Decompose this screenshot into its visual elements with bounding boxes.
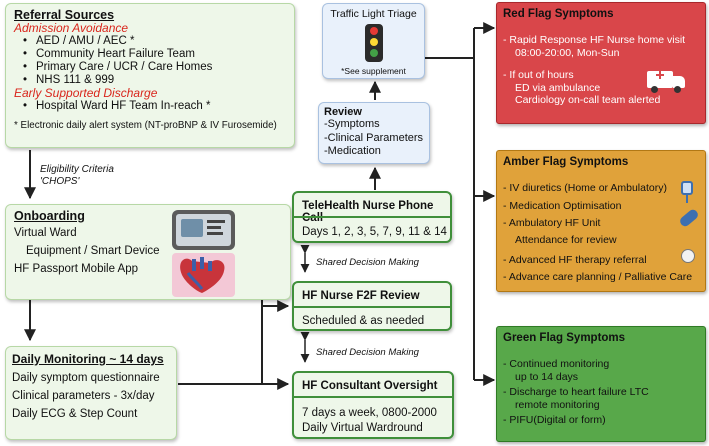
heart-image-icon: [172, 253, 235, 297]
flag-line: - Ambulatory HF Unit: [503, 217, 601, 229]
admission-list: AED / AMU / AEC * Community Heart Failur…: [14, 35, 286, 87]
red-flag-box: Red Flag Symptoms - Rapid Response HF Nu…: [496, 2, 706, 124]
referral-title: Referral Sources: [14, 8, 115, 22]
review-item: -Clinical Parameters: [324, 131, 424, 144]
f2f-title: HF Nurse F2F Review: [302, 290, 420, 302]
review-title: Review: [324, 106, 362, 118]
flag-line: - Continued monitoring: [503, 358, 610, 370]
discharge-heading: Early Supported Discharge: [14, 86, 158, 100]
flag-line: - Advance care planning / Palliative Car…: [503, 270, 693, 283]
daily-line: Daily symptom questionnaire: [12, 372, 160, 384]
list-item: Community Heart Failure Team: [14, 48, 286, 61]
iv-drip-icon: [681, 181, 695, 203]
flag-line: ED via ambulance: [515, 81, 601, 94]
divider: [294, 306, 450, 308]
divider: [294, 396, 452, 398]
ambulance-icon: [647, 69, 687, 93]
telehealth-detail: Days 1, 2, 3, 5, 7, 9, 11 & 14: [302, 226, 447, 238]
consultant-title: HF Consultant Oversight: [302, 380, 438, 392]
telehealth-title: TeleHealth Nurse Phone Call: [302, 200, 434, 224]
divider: [294, 216, 450, 218]
consultant-oversight-box: HF Consultant Oversight 7 days a week, 0…: [292, 371, 454, 439]
triage-note: *See supplement: [341, 66, 406, 76]
pump-icon: [681, 249, 695, 263]
referral-footnote: * Electronic daily alert system (NT-proB…: [14, 120, 277, 131]
flag-line: up to 14 days: [515, 370, 579, 383]
onboarding-line: Virtual Ward: [14, 227, 77, 239]
onboarding-box: Onboarding Virtual Ward Equipment / Smar…: [5, 204, 291, 300]
flag-line: - If out of hours: [503, 69, 574, 81]
onboarding-line: Equipment / Smart Device: [26, 245, 160, 257]
flag-line: Attendance for review: [515, 233, 617, 246]
f2f-review-box: HF Nurse F2F Review Scheduled & as neede…: [292, 281, 452, 331]
flag-line: - Medication Optimisation: [503, 199, 622, 212]
consultant-detail: 7 days a week, 0800-2000: [302, 407, 437, 419]
onboarding-title: Onboarding: [14, 209, 85, 223]
flag-line: - Discharge to heart failure LTC: [503, 386, 649, 398]
eligibility-label: Eligibility Criteria 'CHOPS': [40, 164, 114, 188]
red-flag-title: Red Flag Symptoms: [503, 8, 614, 20]
traffic-light-triage-box: Traffic Light Triage *See supplement: [322, 3, 425, 79]
amber-flag-box: Amber Flag Symptoms - IV diuretics (Home…: [496, 150, 706, 292]
referral-sources-box: Referral Sources Admission Avoidance AED…: [5, 3, 295, 148]
review-item: -Symptoms: [324, 118, 380, 130]
consultant-detail: Daily Virtual Wardround: [302, 422, 423, 434]
flag-line: Cardiology on-call team alerted: [515, 94, 661, 106]
green-flag-box: Green Flag Symptoms - Continued monitori…: [496, 326, 706, 442]
flag-line: - PIFU(Digital or form): [503, 414, 606, 426]
shared-decision-label: Shared Decision Making: [316, 257, 419, 268]
review-item: -Medication: [324, 145, 381, 157]
eligibility-line: Eligibility Criteria: [40, 164, 114, 175]
list-item: NHS 111 & 999: [14, 74, 286, 87]
flag-line: remote monitoring: [515, 398, 600, 411]
list-item: AED / AMU / AEC *: [14, 35, 286, 48]
daily-line: Clinical parameters - 3x/day: [12, 390, 155, 402]
amber-flag-title: Amber Flag Symptoms: [503, 156, 629, 168]
daily-title: Daily Monitoring ~ 14 days: [12, 352, 164, 366]
traffic-light-icon: [365, 24, 383, 62]
flag-line: - Rapid Response HF Nurse home visit: [503, 34, 686, 46]
list-item: Hospital Ward HF Team In-reach *: [14, 100, 286, 113]
f2f-detail: Scheduled & as needed: [302, 315, 425, 327]
triage-title: Traffic Light Triage: [330, 8, 417, 20]
flag-line: 08:00-20:00, Mon-Sun: [515, 46, 620, 59]
review-box: Review -Symptoms -Clinical Parameters -M…: [318, 102, 430, 164]
discharge-list: Hospital Ward HF Team In-reach *: [14, 100, 286, 113]
eligibility-chops: 'CHOPS': [40, 176, 80, 187]
daily-line: Daily ECG & Step Count: [12, 408, 138, 420]
list-item: Primary Care / UCR / Care Homes: [14, 61, 286, 74]
flag-line: - IV diuretics (Home or Ambulatory): [503, 182, 667, 194]
shared-decision-label: Shared Decision Making: [316, 347, 419, 358]
daily-monitoring-box: Daily Monitoring ~ 14 days Daily symptom…: [5, 346, 177, 440]
admission-heading: Admission Avoidance: [14, 21, 129, 35]
onboarding-line: HF Passport Mobile App: [14, 263, 139, 275]
green-flag-title: Green Flag Symptoms: [503, 332, 626, 344]
flag-line: - Advanced HF therapy referral: [503, 254, 647, 266]
telehealth-box: TeleHealth Nurse Phone Call Days 1, 2, 3…: [292, 191, 452, 243]
tablet-device-icon: [172, 210, 235, 250]
